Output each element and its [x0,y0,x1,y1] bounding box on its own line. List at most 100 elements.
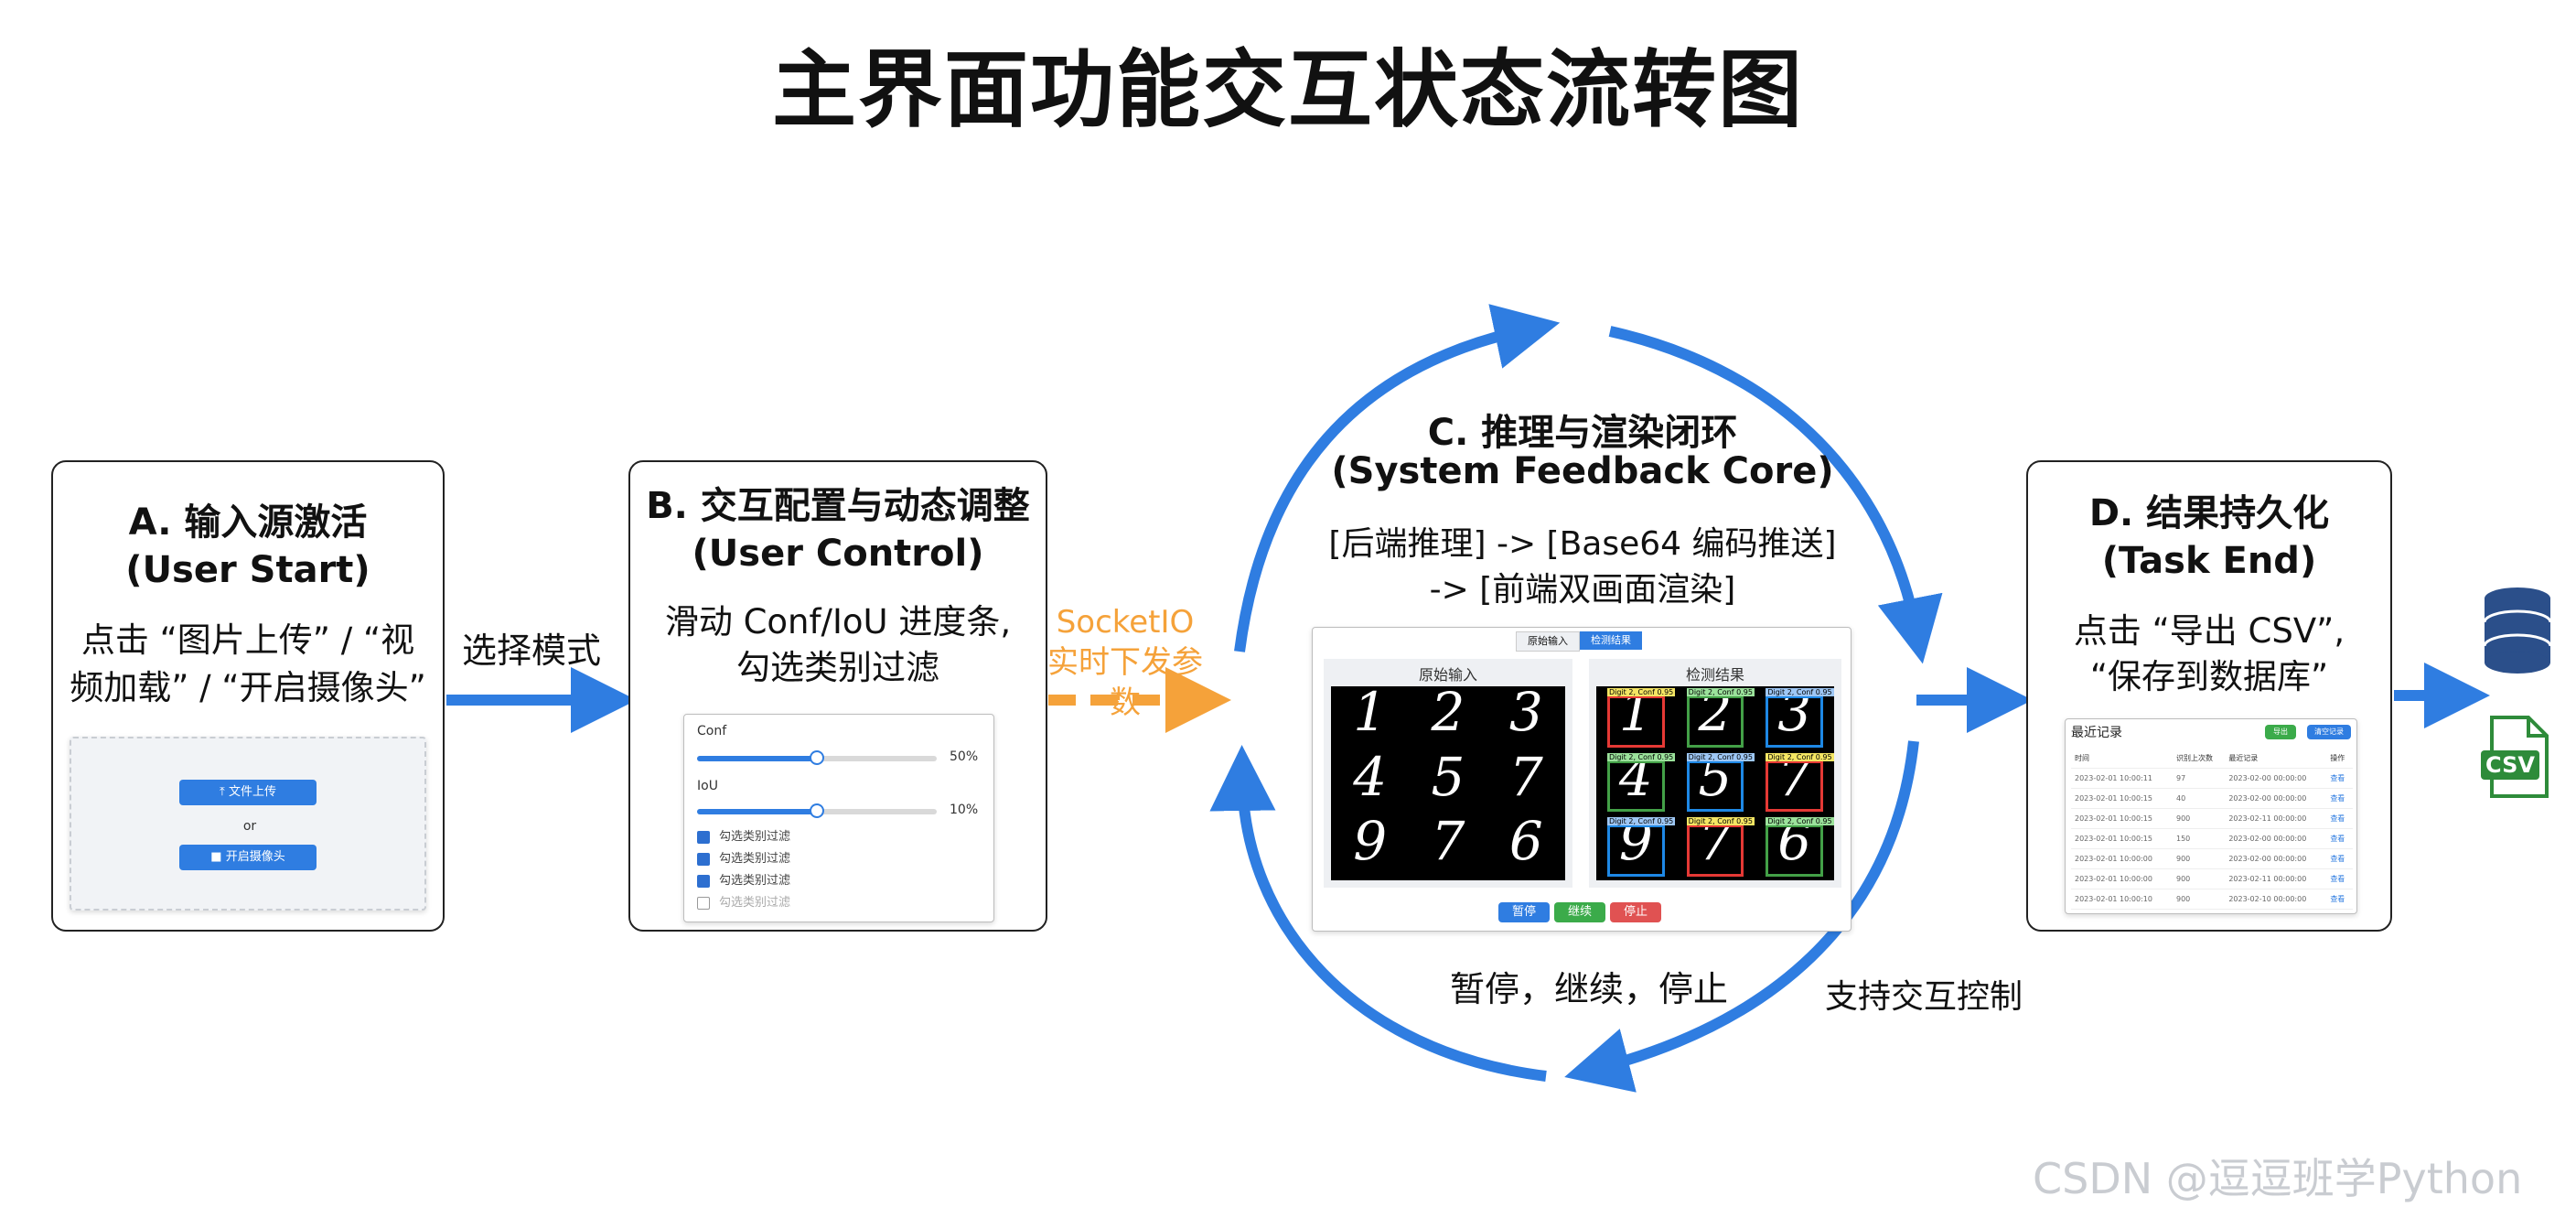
view-link[interactable]: 查看 [2326,889,2353,910]
checkbox-label: 勾选类别过滤 [719,830,791,844]
csv-file-icon: CSV [2481,716,2550,800]
iou-label: IoU [697,779,718,793]
view-link[interactable]: 查看 [2326,848,2353,869]
loop-arc-bottom-right [1564,740,1919,1093]
detection-label: Digit 2, Conf 0.95 [1766,817,1834,826]
table-cell: 2023-02-01 10:00:15 [2071,828,2173,849]
socketio-line1: SocketIO [1056,604,1195,641]
table-cell: 2023-02-00 00:00:00 [2225,828,2327,849]
digit-glyph: 6 [1508,810,1543,873]
detection-box [1607,760,1665,813]
table-header-cell: 最近记录 [2225,749,2327,769]
view-link[interactable]: 查看 [2326,768,2353,789]
card-c-subtitle: (System Feedback Core) [1331,450,1834,492]
checkbox-label: 勾选类别过滤 [719,874,791,888]
table-cell: 150 [2173,828,2226,849]
iou-value: 10% [950,803,979,817]
iou-slider-fill [697,809,817,814]
edge-label-loop-controls: 暂停，继续，停止 [1450,969,1729,1009]
loop-arc-bottom-left [1209,745,1547,1082]
card-a-mock-panel: ⤒ 文件上传 or ■ 开启摄像头 [70,737,426,911]
clear-records-button[interactable]: 清空记录 [2307,725,2351,739]
export-button[interactable]: 导出 [2265,725,2296,739]
conf-slider-fill [697,756,817,761]
edge-label-socketio: SocketIO 实时下发参数 [1043,602,1208,723]
detection-box [1607,695,1665,748]
watermark: CSDN @逗逗班学Python [2033,1154,2523,1203]
card-b-subtitle: (User Control) [692,533,984,575]
tab-original[interactable]: 原始输入 [1516,631,1580,652]
view-link[interactable]: 查看 [2326,868,2353,889]
view-link[interactable]: 查看 [2326,788,2353,809]
stop-button[interactable]: 停止 [1610,902,1661,922]
view-link[interactable]: 查看 [2326,808,2353,829]
iou-slider-track[interactable] [697,803,937,818]
category-checkbox-row[interactable]: 勾选类别过滤 [697,826,971,848]
conf-slider-track[interactable] [697,750,937,765]
detection-label: Digit 2, Conf 0.95 [1686,752,1755,761]
detection-label: Digit 2, Conf 0.95 [1607,752,1676,761]
checkbox-label: 勾选类别过滤 [719,852,791,866]
continue-button[interactable]: 继续 [1554,902,1605,922]
card-d-title: D. 结果持久化 [2088,492,2330,534]
table-cell: 40 [2173,788,2226,809]
iou-slider-handle[interactable] [810,803,824,818]
camera-button-label: 开启摄像头 [225,850,285,864]
category-checkbox-list: 勾选类别过滤勾选类别过滤勾选类别过滤勾选类别过滤 [697,826,971,914]
card-a-title: A. 输入源激活 [128,501,368,544]
detection-box [1766,760,1823,813]
card-b-desc-2: 勾选类别过滤 [736,648,939,687]
table-header-cell: 识别上次数 [2173,749,2226,769]
card-c-desc-1: [后端推理] -> [Base64 编码推送] [1328,525,1837,563]
card-c-desc-2: -> [前端双画面渲染] [1429,571,1736,609]
digit-glyph: 7 [1431,810,1465,873]
card-b-title: B. 交互配置与动态调整 [646,485,1030,527]
view-link[interactable]: 查看 [2326,828,2353,849]
checkbox-label: 勾选类别过滤 [719,896,791,910]
table-cell: 2023-02-00 00:00:00 [2225,768,2327,789]
panel-result-title: 检测结果 [1685,666,1744,684]
digit-glyph: 2 [1431,681,1465,743]
camera-button[interactable]: ■ 开启摄像头 [179,845,317,870]
category-checkbox-row[interactable]: 勾选类别过滤 [697,848,971,870]
card-a-subtitle: (User Start) [125,549,370,591]
detection-box [1686,695,1744,748]
tab-result[interactable]: 检测结果 [1580,631,1642,650]
conf-slider-handle[interactable] [810,750,824,765]
panel-original-title: 原始输入 [1418,666,1477,684]
upload-button[interactable]: ⤒ 文件上传 [179,780,317,805]
digit-glyph: 4 [1353,745,1388,808]
table-cell: 2023-02-01 10:00:10 [2071,889,2173,910]
checkbox-checked[interactable] [697,874,710,888]
upload-button-label: 文件上传 [228,785,276,799]
detection-label: Digit 2, Conf 0.95 [1607,817,1676,826]
category-checkbox-row[interactable]: 勾选类别过滤 [697,892,971,914]
pause-button[interactable]: 暂停 [1498,902,1550,922]
loop-arc-top-left [1234,304,1561,652]
checkbox-checked[interactable] [697,852,710,866]
table-cell: 2023-02-00 00:00:00 [2225,848,2327,869]
table-cell: 2023-02-01 10:00:00 [2071,848,2173,869]
detection-box [1607,825,1665,877]
checkbox-checked[interactable] [697,830,710,844]
camera-icon: ■ [210,850,222,864]
detection-label: Digit 2, Conf 0.95 [1686,817,1755,826]
card-d-desc-1: 点击 “导出 CSV”, [2073,611,2345,651]
table-header-cell: 操作 [2326,749,2353,769]
checkbox-unchecked[interactable] [697,896,710,910]
card-d-desc-2: “保存到数据库” [2089,657,2329,696]
category-checkbox-row[interactable]: 勾选类别过滤 [697,870,971,892]
digit-glyph: 1 [1353,681,1388,743]
card-b-desc-1: 滑动 Conf/IoU 进度条, [664,602,1012,641]
